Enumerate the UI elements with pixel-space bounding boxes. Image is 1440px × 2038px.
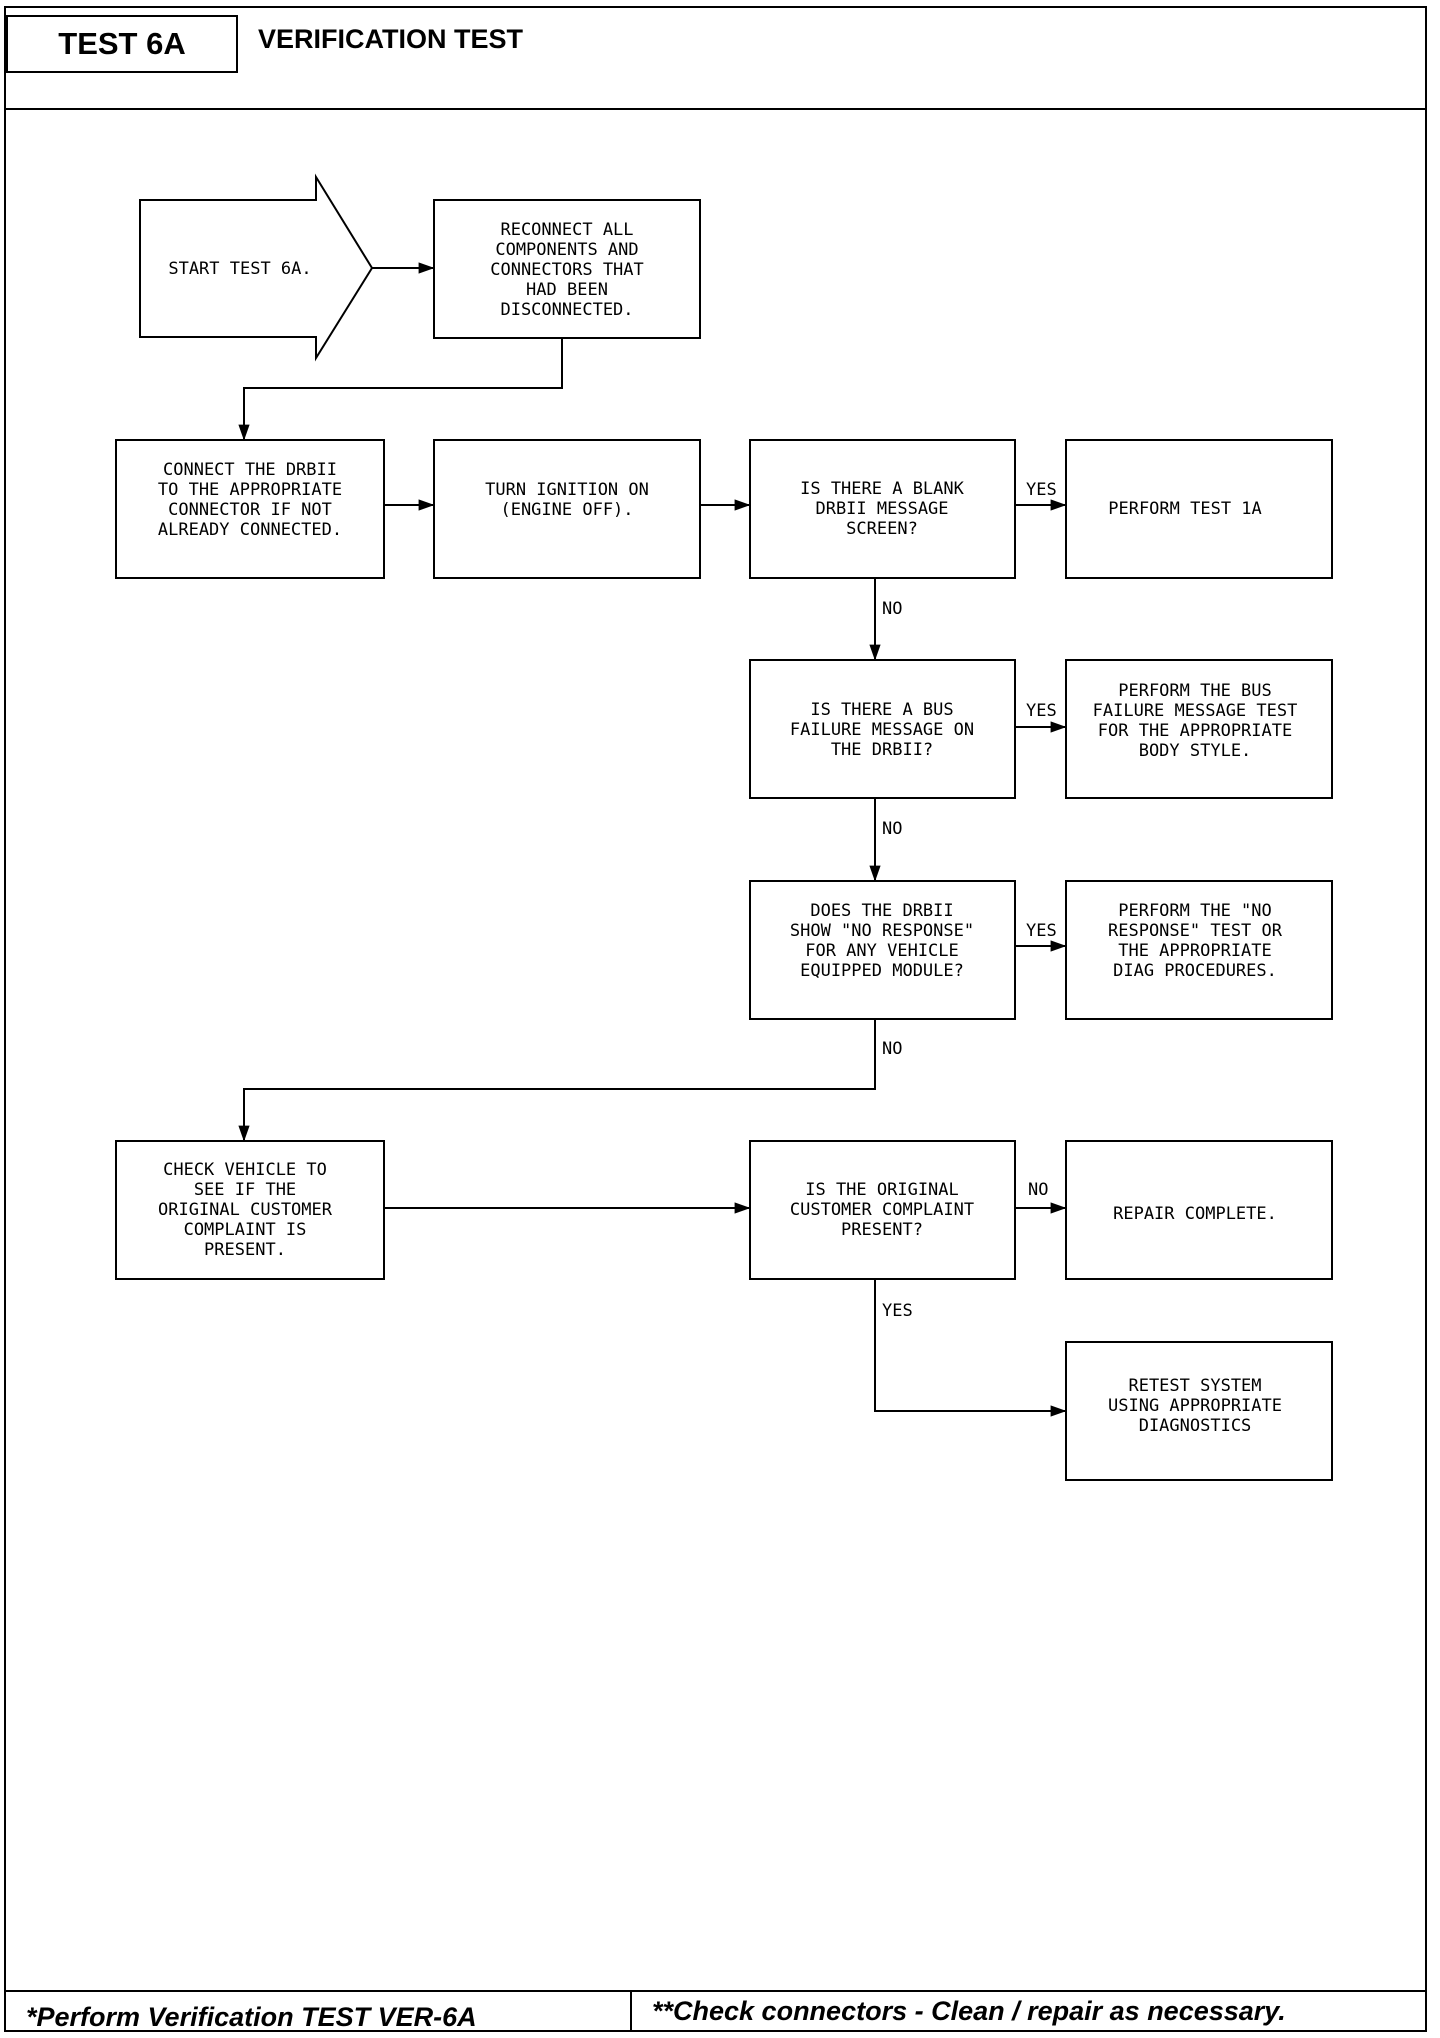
retest-line: USING APPROPRIATE bbox=[1108, 1396, 1282, 1416]
bus-failure-line: IS THERE A BUS bbox=[810, 700, 953, 720]
footer-right-note: **Check connectors - Clean / repair as n… bbox=[652, 1996, 1286, 2026]
node-test-1a-text: PERFORM TEST 1A bbox=[1108, 499, 1262, 519]
retest-line: DIAGNOSTICS bbox=[1139, 1416, 1252, 1436]
box-reconnect bbox=[433, 199, 701, 339]
footer-band bbox=[4, 1990, 1427, 2032]
complaint-line: CUSTOMER COMPLAINT bbox=[790, 1200, 974, 1220]
arrow-complaint-yes bbox=[874, 1280, 1067, 1417]
repair-done-line: REPAIR COMPLETE. bbox=[1113, 1204, 1277, 1224]
box-no-resp-test bbox=[1065, 880, 1333, 1020]
start-line: START TEST 6A. bbox=[168, 259, 311, 279]
ignition-line: TURN IGNITION ON bbox=[485, 480, 649, 500]
bus-test-line: PERFORM THE BUS bbox=[1118, 681, 1272, 701]
bus-test-line: FOR THE APPROPRIATE bbox=[1098, 721, 1292, 741]
node-repair-done-text: REPAIR COMPLETE. bbox=[1113, 1204, 1277, 1224]
box-ignition bbox=[433, 439, 701, 579]
no-response-line: SHOW "NO RESPONSE" bbox=[790, 921, 974, 941]
blank-screen-line: IS THERE A BLANK bbox=[800, 479, 965, 499]
header-band bbox=[4, 6, 1427, 110]
blank-screen-line: SCREEN? bbox=[846, 519, 918, 539]
ignition-line: (ENGINE OFF). bbox=[500, 500, 633, 520]
no-resp-test-line: THE APPROPRIATE bbox=[1118, 941, 1272, 961]
footer-divider bbox=[630, 1992, 632, 2032]
complaint-line: IS THE ORIGINAL bbox=[805, 1180, 959, 1200]
check-vehicle-line: PRESENT. bbox=[204, 1240, 286, 1260]
box-connect-drb bbox=[115, 439, 385, 579]
reconnect-line: CONNECTORS THAT bbox=[490, 260, 644, 280]
connect-drb-line: TO THE APPROPRIATE bbox=[158, 480, 342, 500]
label-blank-no: NO bbox=[882, 599, 902, 619]
no-response-line: EQUIPPED MODULE? bbox=[800, 961, 964, 981]
complaint-line: PRESENT? bbox=[841, 1220, 923, 1240]
node-ignition-text: TURN IGNITION ON(ENGINE OFF). bbox=[485, 480, 649, 520]
test-1a-line: PERFORM TEST 1A bbox=[1108, 499, 1262, 519]
box-test-1a bbox=[1065, 439, 1333, 579]
start-arrow-shape bbox=[139, 173, 374, 362]
bus-failure-line: FAILURE MESSAGE ON bbox=[790, 720, 974, 740]
reconnect-line: COMPONENTS AND bbox=[495, 240, 638, 260]
label-bus-no: NO bbox=[882, 819, 902, 839]
box-no-response bbox=[749, 880, 1016, 1020]
reconnect-line: DISCONNECTED. bbox=[500, 300, 633, 320]
no-response-line: DOES THE DRBII bbox=[810, 901, 953, 921]
box-complaint bbox=[749, 1140, 1016, 1280]
bus-test-line: BODY STYLE. bbox=[1139, 741, 1252, 761]
label-complaint-no: NO bbox=[1028, 1180, 1048, 1200]
arrow-noresp-no bbox=[238, 1020, 876, 1142]
box-bus-test bbox=[1065, 659, 1333, 799]
no-resp-test-line: RESPONSE" TEST OR bbox=[1108, 921, 1283, 941]
no-response-line: FOR ANY VEHICLE bbox=[805, 941, 959, 961]
check-vehicle-line: COMPLAINT IS bbox=[184, 1220, 307, 1240]
page-title: VERIFICATION TEST bbox=[258, 24, 524, 54]
box-retest bbox=[1065, 1341, 1333, 1481]
reconnect-line: HAD BEEN bbox=[526, 280, 608, 300]
box-bus-failure bbox=[749, 659, 1016, 799]
label-bus-yes: YES bbox=[1026, 701, 1057, 721]
check-vehicle-line: SEE IF THE bbox=[194, 1180, 296, 1200]
label-noresp-no: NO bbox=[882, 1039, 902, 1059]
node-start-text: START TEST 6A. bbox=[168, 259, 311, 279]
connect-drb-line: CONNECT THE DRBII bbox=[163, 460, 337, 480]
reconnect-line: RECONNECT ALL bbox=[500, 220, 633, 240]
label-blank-yes: YES bbox=[1026, 480, 1057, 500]
blank-screen-line: DRBII MESSAGE bbox=[815, 499, 948, 519]
no-resp-test-line: DIAG PROCEDURES. bbox=[1113, 961, 1277, 981]
connect-drb-line: CONNECTOR IF NOT bbox=[168, 500, 332, 520]
bus-test-line: FAILURE MESSAGE TEST bbox=[1093, 701, 1298, 721]
box-repair-done bbox=[1065, 1140, 1333, 1280]
check-vehicle-line: CHECK VEHICLE TO bbox=[163, 1160, 327, 1180]
connect-drb-line: ALREADY CONNECTED. bbox=[158, 520, 342, 540]
box-check-vehicle bbox=[115, 1140, 385, 1280]
test-id-tab: TEST 6A bbox=[6, 15, 238, 73]
footer-left-note: *Perform Verification TEST VER-6A bbox=[26, 2002, 477, 2032]
box-blank-screen bbox=[749, 439, 1016, 579]
check-vehicle-line: ORIGINAL CUSTOMER bbox=[158, 1200, 333, 1220]
arrow-reconnect-to-connect bbox=[238, 339, 563, 441]
no-resp-test-line: PERFORM THE "NO bbox=[1118, 901, 1272, 921]
label-complaint-yes: YES bbox=[882, 1301, 913, 1321]
retest-line: RETEST SYSTEM bbox=[1128, 1376, 1261, 1396]
bus-failure-line: THE DRBII? bbox=[831, 740, 933, 760]
label-noresp-yes: YES bbox=[1026, 921, 1057, 941]
